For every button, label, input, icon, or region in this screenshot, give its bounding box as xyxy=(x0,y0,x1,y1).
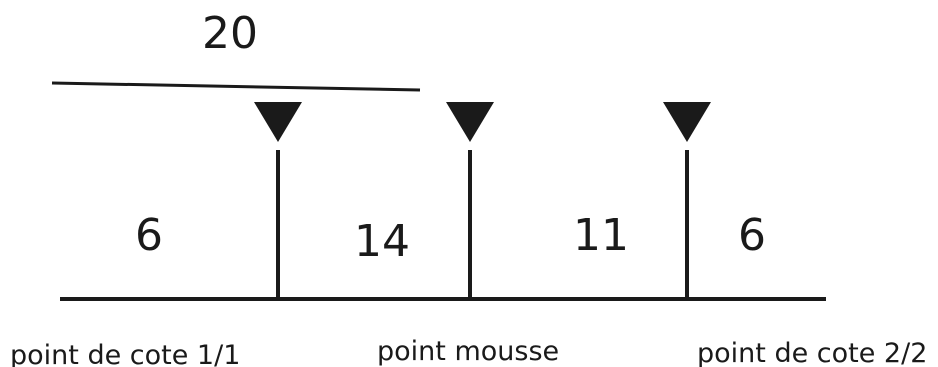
segment-value-2: 14 xyxy=(354,216,410,267)
point-label-2: point mousse xyxy=(377,336,559,367)
top-dimension-value: 20 xyxy=(202,8,258,59)
marker-point-de-cote-1 xyxy=(254,102,302,299)
segment-value-4: 6 xyxy=(738,210,766,261)
marker-triangle-icon xyxy=(446,102,494,142)
marker-triangle-icon xyxy=(254,102,302,142)
top-dimension-line xyxy=(51,81,421,92)
segment-value-1: 6 xyxy=(135,210,163,261)
marker-triangle-icon xyxy=(663,102,711,142)
point-label-1: point de cote 1/1 xyxy=(10,340,240,367)
marker-point-mousse xyxy=(446,102,494,299)
point-label-3: point de cote 2/2 xyxy=(697,338,927,367)
segment-value-3: 11 xyxy=(573,210,629,261)
marker-point-de-cote-2 xyxy=(663,102,711,299)
